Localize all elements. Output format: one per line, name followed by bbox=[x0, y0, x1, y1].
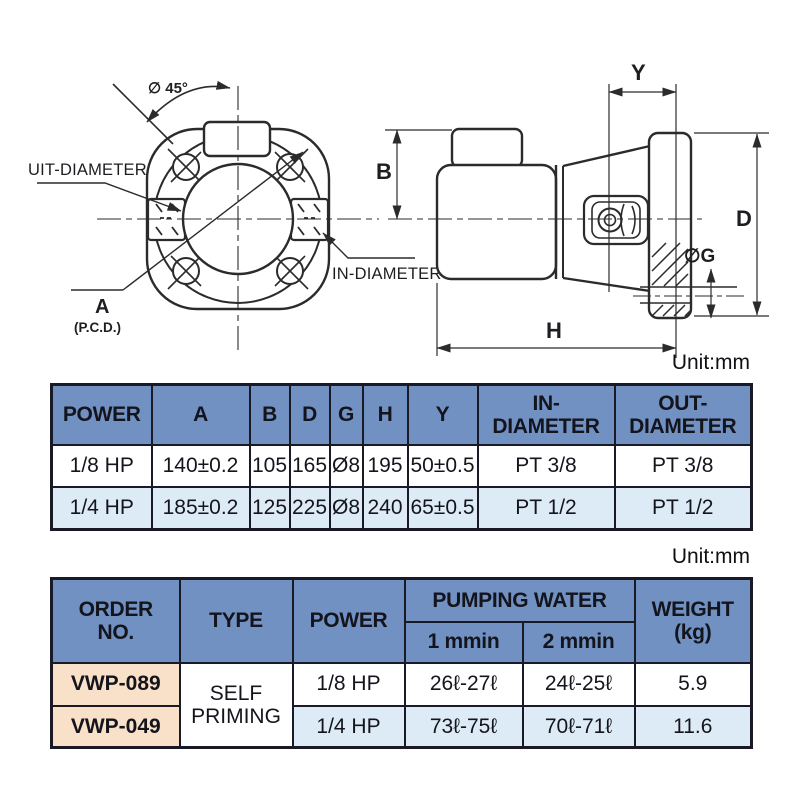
cell-h: 240 bbox=[361, 485, 409, 531]
cell-h: 195 bbox=[361, 443, 409, 488]
col-header-type: TYPE bbox=[178, 577, 294, 664]
col-header-out-diameter: OUT- DIAMETER bbox=[613, 383, 753, 446]
col-header-power: POWER bbox=[50, 383, 153, 446]
col-header-power: POWER bbox=[291, 577, 406, 664]
col-header-pumping-water: PUMPING WATER bbox=[403, 577, 636, 623]
col-header-in-diameter: IN- DIAMETER bbox=[476, 383, 616, 446]
in-diameter-label: IN-DIAMETER bbox=[332, 265, 441, 283]
col-header-2min: 2 mmin bbox=[521, 620, 636, 664]
cell-in-diameter: PT 1/2 bbox=[476, 485, 616, 531]
table-row: 1/4 HP 185±0.2 125 225 Ø8 240 65±0.5 PT … bbox=[50, 485, 753, 531]
cell-power: 1/4 HP bbox=[50, 485, 153, 531]
cell-pumping-1min: 26ℓ-27ℓ bbox=[403, 661, 524, 707]
cell-d: 165 bbox=[288, 443, 331, 488]
cell-power: 1/8 HP bbox=[50, 443, 153, 488]
cell-in-diameter: PT 3/8 bbox=[476, 443, 616, 488]
col-header-a: A bbox=[150, 383, 251, 446]
cell-weight: 5.9 bbox=[633, 661, 753, 707]
col-header-h: H bbox=[361, 383, 409, 446]
pcd-dim-label: A bbox=[95, 296, 109, 318]
pcd-sub-label: (P.C.D.) bbox=[74, 320, 121, 335]
spec-table: ORDER NO. TYPE POWER PUMPING WATER WEIGH… bbox=[50, 577, 753, 749]
col-header-weight: WEIGHT (kg) bbox=[633, 577, 753, 664]
dim-h-label: H bbox=[546, 318, 562, 343]
unit-label-spec-table: Unit:mm bbox=[671, 545, 750, 568]
cell-out-diameter: PT 3/8 bbox=[613, 443, 753, 488]
cell-pumping-1min: 73ℓ-75ℓ bbox=[403, 704, 524, 749]
col-header-b: B bbox=[248, 383, 291, 446]
spec-table-header-row: ORDER NO. TYPE POWER PUMPING WATER WEIGH… bbox=[50, 577, 753, 664]
dim-b-label: B bbox=[376, 159, 392, 184]
col-header-g: G bbox=[328, 383, 364, 446]
cell-pumping-2min: 70ℓ-71ℓ bbox=[521, 704, 636, 749]
unit-label-dimension-table: Unit:mm bbox=[671, 351, 750, 374]
col-header-y: Y bbox=[406, 383, 479, 446]
cell-b: 105 bbox=[248, 443, 291, 488]
cell-order-no: VWP-089 bbox=[50, 661, 181, 707]
cell-weight: 11.6 bbox=[633, 704, 753, 749]
cell-power: 1/8 HP bbox=[291, 661, 406, 707]
angle-45-label: ∅ 45° bbox=[148, 80, 188, 97]
side-view-drawing bbox=[385, 84, 769, 358]
cell-out-diameter: PT 1/2 bbox=[613, 485, 753, 531]
table-row: VWP-089 SELF PRIMING 1/8 HP 26ℓ-27ℓ 24ℓ-… bbox=[50, 661, 753, 749]
cell-power: 1/4 HP bbox=[291, 704, 406, 749]
cell-y: 50±0.5 bbox=[406, 443, 479, 488]
port-thread-ticks bbox=[155, 203, 321, 236]
out-diameter-label: UIT-DIAMETER bbox=[28, 161, 147, 179]
technical-drawing: ∅ 45° UIT-DIAMETER IN-DIAMETER A (P.C.D.… bbox=[28, 60, 769, 358]
cell-order-no: VWP-049 bbox=[50, 704, 181, 749]
flange-hatch bbox=[651, 242, 691, 317]
table-row: 1/8 HP 140±0.2 105 165 Ø8 195 50±0.5 PT … bbox=[50, 443, 753, 488]
cell-pumping-2min: 24ℓ-25ℓ bbox=[521, 661, 636, 707]
cell-b: 125 bbox=[248, 485, 291, 531]
spec-table-subheader-row: 1 mmin 2 mmin bbox=[52, 620, 752, 664]
cell-y: 65±0.5 bbox=[406, 485, 479, 531]
cell-g: Ø8 bbox=[328, 443, 364, 488]
cell-type: SELF PRIMING bbox=[178, 661, 294, 749]
dimension-table: POWER A B D G H Y IN- DIAMETER OUT- DIAM… bbox=[50, 383, 753, 531]
cell-g: Ø8 bbox=[328, 485, 364, 531]
col-header-order-no: ORDER NO. bbox=[50, 577, 181, 664]
dim-g-label: ∅G bbox=[684, 246, 715, 267]
cell-a: 140±0.2 bbox=[150, 443, 251, 488]
table-row: VWP-049 1/4 HP 73ℓ-75ℓ 70ℓ-71ℓ 11.6 bbox=[50, 704, 753, 749]
side-dimensions bbox=[385, 84, 769, 358]
front-view-drawing bbox=[37, 80, 415, 352]
dim-d-label: D bbox=[736, 206, 752, 231]
cell-d: 225 bbox=[288, 485, 331, 531]
dimension-table-header-row: POWER A B D G H Y IN- DIAMETER OUT- DIAM… bbox=[50, 383, 753, 446]
screw-cross-marks bbox=[167, 148, 309, 290]
col-header-d: D bbox=[288, 383, 331, 446]
col-header-1min: 1 mmin bbox=[403, 620, 524, 664]
front-centerlines bbox=[97, 86, 379, 352]
dim-y-label: Y bbox=[631, 60, 646, 85]
cell-a: 185±0.2 bbox=[150, 485, 251, 531]
